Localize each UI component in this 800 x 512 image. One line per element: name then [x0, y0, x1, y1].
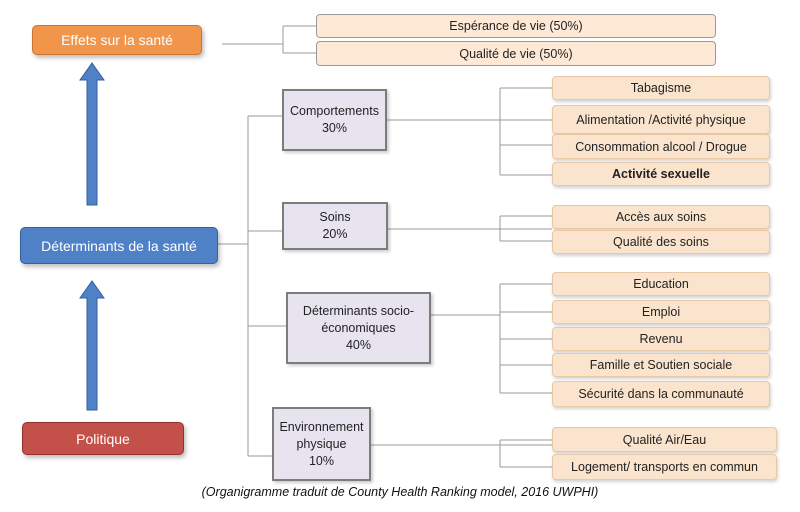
health-determinants-box: Déterminants de la santé: [20, 227, 218, 264]
behavior-item-label: Tabagisme: [630, 81, 692, 95]
socio-item-label: Famille et Soutien sociale: [589, 358, 733, 372]
arrow-up-icon: [79, 62, 105, 206]
category-name: Soins: [319, 210, 351, 224]
policy-box: Politique: [22, 422, 184, 455]
socio-item-family-support: Famille et Soutien sociale: [552, 353, 770, 377]
behavior-item-label: Activité sexuelle: [612, 167, 710, 181]
arrow-up-icon: [79, 280, 105, 411]
care-item-label: Qualité des soins: [613, 235, 709, 249]
category-name-line2: économiques: [321, 320, 396, 335]
socio-item-employment: Emploi: [552, 300, 770, 324]
category-name-line1: Environnement: [279, 419, 364, 434]
figure-caption: (Organigramme traduit de County Health R…: [201, 485, 599, 499]
outcome-item-quality-of-life: Qualité de vie (50%): [316, 41, 716, 66]
category-percent: 20%: [322, 227, 348, 241]
socio-item-education: Education: [552, 272, 770, 296]
category-name-line1: Déterminants socio-: [302, 303, 415, 318]
category-behaviors-box: Comportements 30%: [282, 89, 387, 151]
behavior-item-label: Alimentation /Activité physique: [576, 112, 746, 127]
behavior-item-tobacco: Tabagisme: [552, 76, 770, 100]
behavior-item-diet-exercise: Alimentation /Activité physique: [552, 105, 770, 134]
outcome-item-life-expectancy: Espérance de vie (50%): [316, 14, 716, 38]
category-percent: 40%: [345, 337, 372, 352]
category-name-line2: physique: [296, 436, 347, 451]
environment-item-air-water: Qualité Air/Eau: [552, 427, 777, 452]
outcome-item-label: Espérance de vie (50%): [449, 19, 583, 33]
category-socioeconomic-box: Déterminants socio- économiques 40%: [286, 292, 431, 364]
category-environment-box: Environnement physique 10%: [272, 407, 371, 481]
care-item-label: Accès aux soins: [615, 210, 707, 224]
environment-item-housing-transport: Logement/ transports en commun: [552, 454, 777, 480]
behavior-item-sexual-activity: Activité sexuelle: [552, 162, 770, 186]
socio-item-label: Revenu: [639, 332, 683, 346]
health-determinants-label: Déterminants de la santé: [41, 237, 197, 254]
socio-item-label: Education: [633, 277, 689, 291]
behavior-item-alcohol-drugs: Consommation alcool / Drogue: [552, 134, 770, 159]
category-percent: 10%: [308, 453, 335, 468]
behavior-item-label: Consommation alcool / Drogue: [575, 139, 747, 154]
category-percent: 30%: [321, 121, 348, 135]
environment-item-label: Qualité Air/Eau: [622, 432, 707, 447]
socio-item-community-safety: Sécurité dans la communauté: [552, 381, 770, 407]
policy-label: Politique: [76, 430, 130, 447]
health-outcomes-label: Effets sur la santé: [61, 32, 173, 48]
care-item-access: Accès aux soins: [552, 205, 770, 229]
outcome-item-label: Qualité de vie (50%): [459, 46, 573, 61]
category-name: Comportements: [290, 104, 379, 118]
care-item-quality: Qualité des soins: [552, 230, 770, 254]
environment-item-label: Logement/ transports en commun: [571, 460, 758, 474]
category-care-box: Soins 20%: [282, 202, 388, 250]
socio-item-label: Sécurité dans la communauté: [578, 387, 744, 401]
socio-item-label: Emploi: [641, 305, 681, 319]
health-outcomes-box: Effets sur la santé: [32, 25, 202, 55]
socio-item-income: Revenu: [552, 327, 770, 351]
